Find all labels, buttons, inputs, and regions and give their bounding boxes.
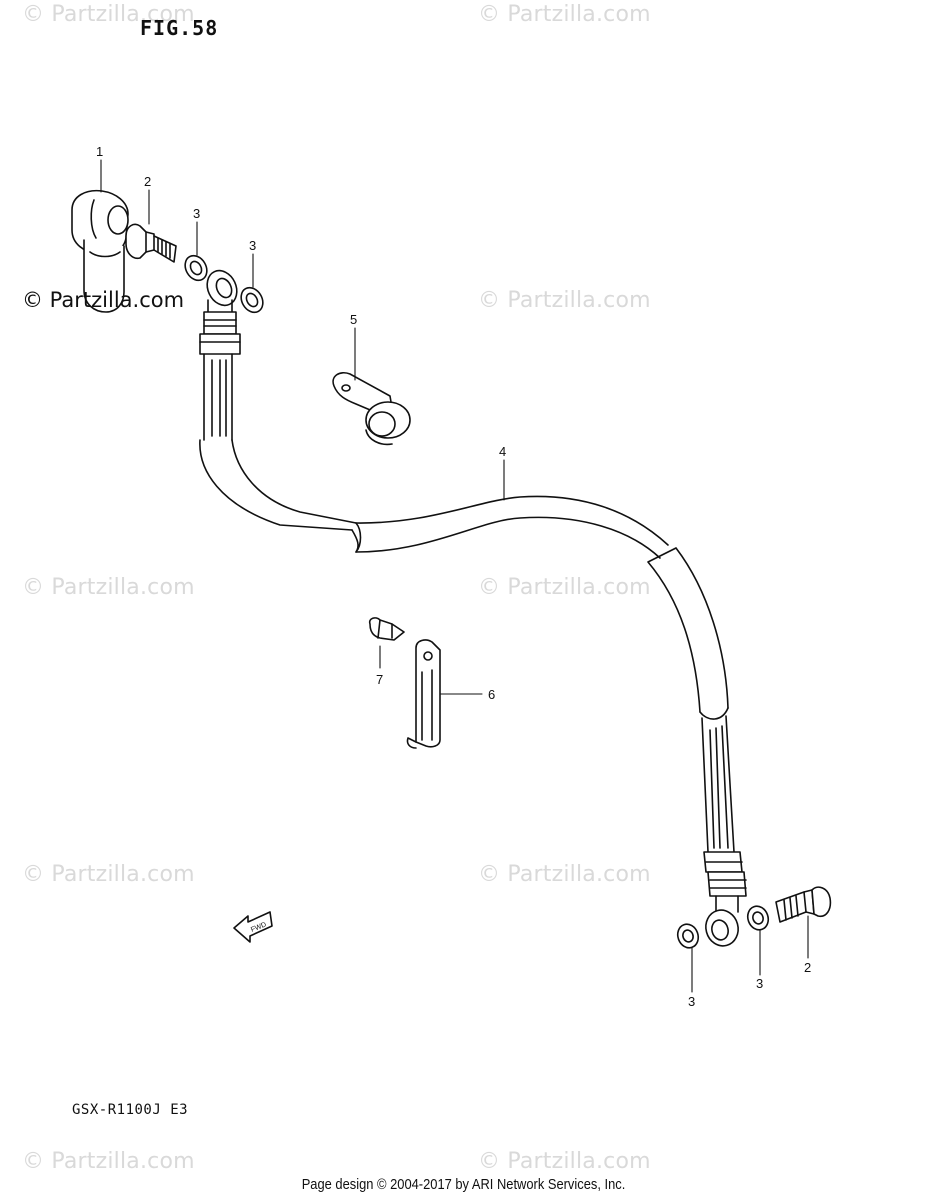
part-3-washer-bottom-1 xyxy=(676,923,700,949)
part-3-washer-top-1 xyxy=(184,254,208,282)
part-2-banjo-bolt-bottom xyxy=(775,886,832,923)
callout-1: 1 xyxy=(96,144,103,159)
footer-credit: Page design © 2004-2017 by ARI Network S… xyxy=(301,1176,626,1193)
callout-3: 3 xyxy=(193,206,200,221)
fwd-arrow-icon xyxy=(233,911,273,943)
watermark: © Partzilla.com xyxy=(22,2,195,27)
watermark: © Partzilla.com xyxy=(22,1149,195,1174)
callout-7: 7 xyxy=(376,672,383,687)
callout-labels: 1 2 3 3 5 4 7 6 2 3 3 FWD xyxy=(96,144,811,1009)
part-3-washer-bottom-2 xyxy=(746,905,770,931)
part-1-hose-cover xyxy=(71,189,129,313)
watermark: © Partzilla.com xyxy=(478,288,651,313)
callout-5: 5 xyxy=(350,312,357,327)
watermark-highlighted: © Partzilla.com xyxy=(22,288,185,312)
watermark: © Partzilla.com xyxy=(478,862,651,887)
callout-3: 3 xyxy=(249,238,256,253)
watermark: © Partzilla.com xyxy=(22,862,195,887)
leader-lines xyxy=(100,159,809,993)
callout-2: 2 xyxy=(804,960,811,975)
part-6-hose-guide xyxy=(406,639,441,749)
callout-2: 2 xyxy=(144,174,151,189)
watermark: © Partzilla.com xyxy=(478,575,651,600)
watermark: © Partzilla.com xyxy=(22,575,195,600)
part-3-washer-top-2 xyxy=(240,286,264,314)
watermark: © Partzilla.com xyxy=(478,1149,651,1174)
watermark: © Partzilla.com xyxy=(478,2,651,27)
callout-3: 3 xyxy=(756,976,763,991)
part-2-banjo-bolt-top xyxy=(125,223,177,263)
callout-3: 3 xyxy=(688,994,695,1009)
part-7-clip xyxy=(368,617,405,641)
callout-4: 4 xyxy=(499,444,506,459)
callout-6: 6 xyxy=(488,687,495,702)
part-5-clamp xyxy=(332,371,411,446)
part-4-brake-hose xyxy=(199,269,747,947)
model-code: GSX-R1100J E3 xyxy=(72,1102,189,1118)
figure-title: FIG.58 xyxy=(140,16,219,40)
